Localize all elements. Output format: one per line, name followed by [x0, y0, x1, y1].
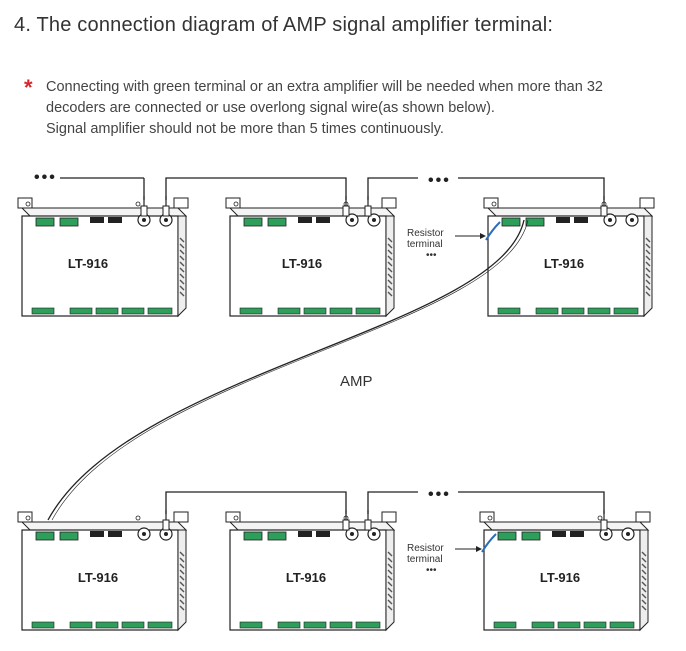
- device-label: LT-916: [540, 570, 580, 585]
- device-top-2: LT-916: [225, 197, 397, 317]
- resistor-dots-bottom: •••: [426, 565, 437, 576]
- device-label: LT-916: [68, 256, 108, 271]
- device-label: LT-916: [78, 570, 118, 585]
- top-row-cables: [60, 177, 605, 200]
- device-label: LT-916: [544, 256, 584, 271]
- note-line-3: Signal amplifier should not be more than…: [46, 121, 444, 137]
- note-line-2: decoders are connected or use overlong s…: [46, 100, 495, 116]
- resistor-label-top-1: Resistor: [407, 228, 444, 239]
- amp-cable: [47, 219, 525, 521]
- resistor-label-bottom-1: Resistor: [407, 543, 444, 554]
- device-bottom-3: LT-916: [479, 511, 651, 631]
- ellipsis-top-middle: •••: [428, 172, 451, 189]
- asterisk-icon: *: [24, 75, 33, 100]
- bottom-row-cables: [165, 491, 605, 514]
- amp-label: AMP: [340, 373, 373, 390]
- resistor-label-top-2: terminal: [407, 239, 443, 250]
- section-heading: 4. The connection diagram of AMP signal …: [14, 14, 554, 36]
- device-label: LT-916: [286, 570, 326, 585]
- ellipsis-bottom-middle: •••: [428, 486, 451, 503]
- device-bottom-1: LT-916: [17, 511, 189, 631]
- note-line-1: Connecting with green terminal or an ext…: [46, 79, 603, 95]
- resistor-label-bottom-2: terminal: [407, 554, 443, 565]
- device-bottom-2: LT-916: [225, 511, 397, 631]
- resistor-dots-top: •••: [426, 250, 437, 261]
- ellipsis-top-left: •••: [34, 169, 57, 186]
- device-top-1: LT-916: [17, 197, 189, 317]
- device-label: LT-916: [282, 256, 322, 271]
- device-top-3: LT-916: [483, 197, 655, 317]
- note-block: * Connecting with green terminal or an e…: [24, 77, 603, 140]
